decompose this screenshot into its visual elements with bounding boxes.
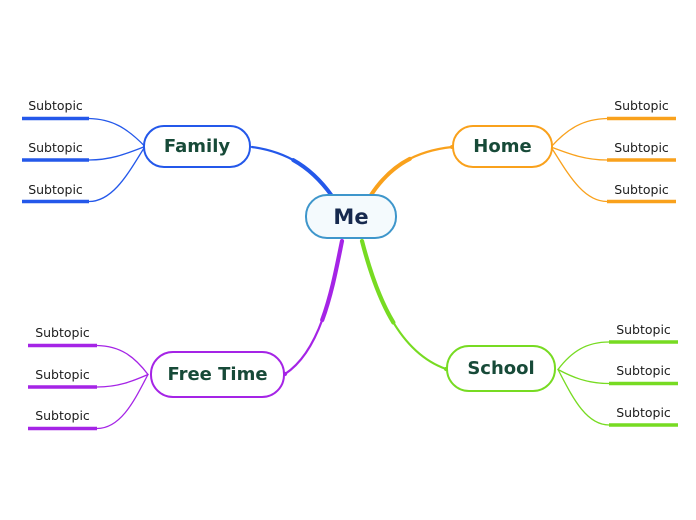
subtopic-home-2[interactable]: Subtopic: [614, 140, 669, 155]
branch-curve-home: [369, 145, 454, 197]
subtopic-school-2[interactable]: Subtopic: [616, 363, 671, 378]
subtopic-connectors-school: [557, 341, 610, 426]
subtopic-freetime-3[interactable]: Subtopic: [35, 408, 90, 423]
subtopic-home-3[interactable]: Subtopic: [614, 182, 669, 197]
subtopic-connectors-family: [88, 117, 146, 203]
subtopic-school-3[interactable]: Subtopic: [616, 405, 671, 420]
subtopic-family-3[interactable]: Subtopic: [28, 182, 83, 197]
subtopic-underlines-home: [607, 116, 676, 204]
branch-curve-freetime: [282, 238, 345, 377]
subtopic-underlines-family: [22, 116, 89, 204]
subtopic-family-2[interactable]: Subtopic: [28, 140, 83, 155]
node-home[interactable]: Home: [452, 125, 553, 168]
subtopic-freetime-2[interactable]: Subtopic: [35, 367, 90, 382]
subtopic-connectors-home: [550, 117, 608, 203]
node-me[interactable]: Me: [305, 194, 397, 239]
subtopic-family-1[interactable]: Subtopic: [28, 98, 83, 113]
subtopic-underlines-school: [609, 340, 678, 427]
node-free-time[interactable]: Free Time: [150, 351, 285, 398]
subtopic-underlines-freetime: [28, 343, 97, 431]
subtopic-connectors-freetime: [96, 344, 149, 430]
subtopic-school-1[interactable]: Subtopic: [616, 322, 671, 337]
branch-curve-school: [359, 238, 449, 372]
branch-curve-family: [250, 145, 334, 198]
node-school[interactable]: School: [446, 345, 556, 392]
subtopic-freetime-1[interactable]: Subtopic: [35, 325, 90, 340]
node-family[interactable]: Family: [143, 125, 251, 168]
subtopic-home-1[interactable]: Subtopic: [614, 98, 669, 113]
